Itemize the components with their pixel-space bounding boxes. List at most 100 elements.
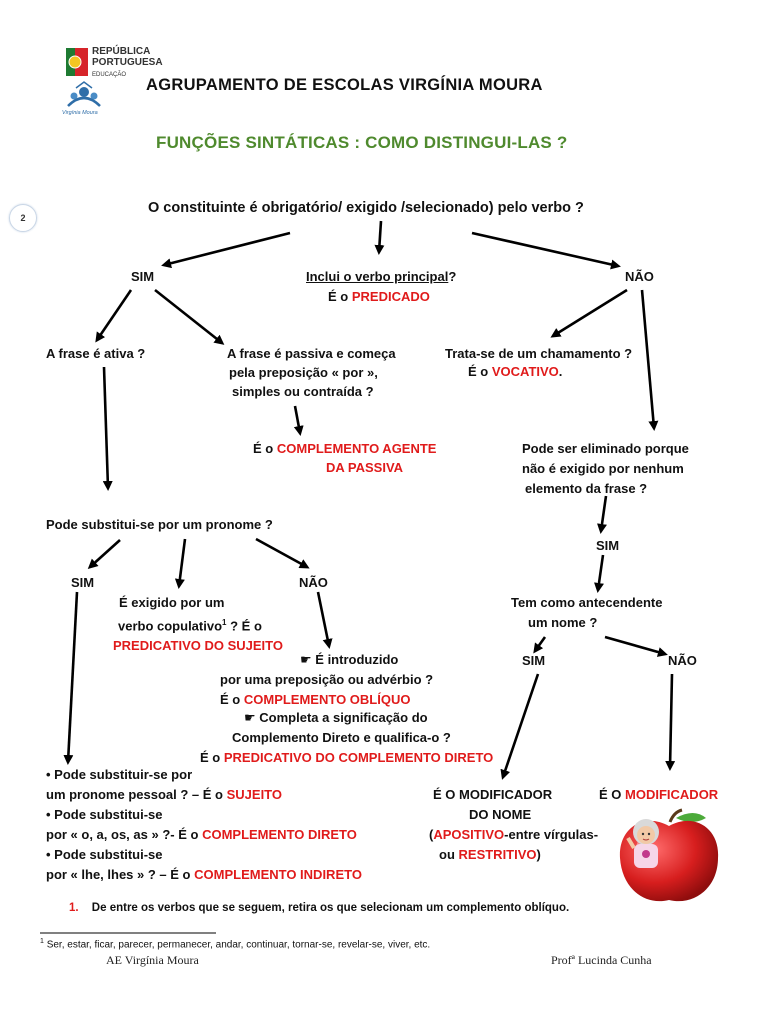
exigido-line2-text: verbo copulativo: [118, 618, 223, 634]
exercise-text: De entre os verbos que se seguem, retira…: [91, 902, 570, 914]
antecedente-nao: NÃO: [668, 653, 697, 668]
agente-prefix: É o: [253, 441, 274, 456]
restritivo-label: RESTRITIVO: [458, 847, 537, 862]
introduzido-line1: É introduzido: [315, 652, 399, 667]
school-emblem-icon: [67, 81, 101, 107]
pronome-nao: NÃO: [299, 575, 328, 590]
footnote-ref: 1: [222, 618, 227, 627]
bullet1-line1: • Pode substituir-se por: [46, 767, 193, 782]
vocativo-answer: É o VOCATIVO.: [468, 363, 562, 380]
paren-close: ): [536, 847, 541, 862]
center-answer: É o PREDICADO: [328, 288, 430, 305]
arrow-to-center: [374, 220, 385, 255]
arrow-to-sim: [161, 231, 291, 269]
main-question: O constituinte é obrigatório/ exigido /s…: [148, 200, 584, 216]
passiva-question: A frase é passiva e começa pela preposiç…: [227, 345, 396, 400]
vocativo-prefix: É o: [468, 364, 489, 379]
arrow-pron-exig: [174, 538, 187, 589]
republica-logo: REPÚBLICA PORTUGUESA EDUCAÇÃO: [66, 44, 166, 84]
logo-line2: PORTUGUESA: [92, 57, 163, 68]
completa-line2: Complemento Direto e qualifica-o ?: [232, 730, 451, 745]
introduzido-line2: por uma preposição ou advérbio ?: [220, 672, 434, 687]
antecedente-sim: SIM: [522, 653, 546, 668]
footnote-marker: 1: [40, 938, 44, 945]
arrow-sim2-modnome: [500, 673, 540, 780]
eliminado-sim: SIM: [596, 538, 620, 553]
arrow-nao-elim: [640, 289, 659, 431]
arrow-sim-passiva: [154, 288, 225, 345]
school-logo-caption: Virgínia Moura: [62, 110, 98, 116]
antecedente-line1: Tem como antecendente: [511, 595, 663, 610]
center-answer-prefix: É o: [328, 289, 349, 304]
predicativo-complemento-direto-label: PREDICATIVO DO COMPLEMENTO DIRETO: [223, 750, 494, 765]
complemento-obliquo-label: COMPLEMENTO OBLÍQUO: [243, 692, 411, 707]
exigido-question: É exigido por um verbo copulativo1 ? É o…: [113, 594, 283, 654]
eliminado-line1: Pode ser eliminado porque: [522, 441, 689, 456]
page-number: 2: [20, 213, 26, 223]
center-question-mark: ?: [448, 269, 457, 284]
bullets-block: • Pode substituir-se por um pronome pess…: [46, 766, 362, 883]
arrow-passiva-agente: [293, 405, 304, 436]
paren-open: (: [429, 827, 434, 842]
arrow-nao2-mod: [665, 673, 676, 771]
ativa-question: A frase é ativa ?: [46, 346, 146, 361]
exigido-line2-end: ? É o: [230, 618, 262, 634]
arrow-elim-sim: [597, 495, 608, 534]
pronome-sim: SIM: [71, 575, 95, 590]
bullet3-line2: por « lhe, lhes » ? – É o: [46, 867, 191, 882]
exigido-line1: É exigido por um: [119, 595, 225, 610]
modificador-answer: É O MODIFICADOR: [599, 786, 718, 803]
complemento-agente-label: COMPLEMENTO AGENTE: [276, 441, 437, 456]
footer-left: AE Virgínia Moura: [106, 953, 199, 967]
completa-block: ☛ Completa a significação do Complemento…: [200, 709, 493, 766]
apositivo-label: APOSITIVO: [433, 827, 505, 842]
center-question-text: Inclui o verbo principal: [306, 269, 449, 284]
arrow-sim-antec: [594, 554, 605, 593]
eliminado-line2: não é exigido por nenhum: [522, 461, 684, 476]
footnote: 1 Ser, estar, ficar, parecer, permanecer…: [40, 938, 430, 950]
arrow-nao-chamamento: [550, 288, 628, 338]
modificador-label: MODIFICADOR: [625, 787, 719, 802]
footnote-text: Ser, estar, ficar, parecer, permanecer, …: [46, 939, 431, 951]
eliminado-line3: elemento da frase ?: [525, 481, 648, 496]
center-question: Inclui o verbo principal?: [306, 268, 456, 285]
sim-label: SIM: [131, 269, 155, 284]
introduzido-block: ☛ É introduzido por uma preposição ou ad…: [220, 651, 433, 708]
arrow-ativa-pronome: [102, 366, 113, 491]
completa-line1: Completa a significação do: [259, 710, 428, 725]
arrow-nao-intro: [316, 591, 333, 649]
arrow-sim-bullets: [63, 591, 79, 765]
modificador-nome-line2: DO NOME: [469, 807, 532, 822]
school-name: AGRUPAMENTO DE ESCOLAS VIRGÍNIA MOURA: [146, 76, 543, 94]
predicado-label: PREDICADO: [351, 289, 430, 304]
bullet1-line2: um pronome pessoal ? – É o: [46, 787, 223, 802]
nao-label: NÃO: [625, 269, 654, 284]
complemento-indireto-label: COMPLEMENTO INDIRETO: [194, 867, 362, 882]
passiva-line3: simples ou contraída ?: [232, 384, 374, 399]
agente-answer: É o COMPLEMENTO AGENTE DA PASSIVA: [253, 440, 436, 476]
chamamento-question: Trata-se de um chamamento ?: [445, 346, 633, 361]
logo-line1: REPÚBLICA: [92, 46, 151, 57]
sujeito-label: SUJEITO: [226, 787, 282, 802]
exercise-line: 1. De entre os verbos que se seguem, ret…: [69, 902, 569, 914]
bullet3-line1: • Pode substitui-se: [46, 847, 163, 862]
arrow-antec-nao2: [604, 635, 668, 657]
exercise-number: 1.: [69, 902, 79, 914]
passiva-line1: A frase é passiva e começa: [227, 346, 396, 361]
passiva-line2: pela preposição « por »,: [229, 365, 378, 380]
modificador-nome-line1: É O MODIFICADOR: [433, 787, 553, 802]
arrow-antec-sim2: [533, 636, 547, 654]
ou-label: ou: [439, 847, 455, 862]
bullet2-line2: por « o, a, os, as » ?- É o: [46, 827, 199, 842]
complemento-direto-label: COMPLEMENTO DIRETO: [202, 827, 357, 842]
footer-right: Profª Lucinda Cunha: [551, 953, 652, 967]
school-logo: Virgínia Moura: [58, 80, 110, 120]
page-number-badge: 2: [9, 204, 37, 232]
logo-line3: EDUCAÇÃO: [92, 72, 127, 78]
flag-emblem-icon: [66, 48, 88, 76]
bullet2-line1: • Pode substitui-se: [46, 807, 163, 822]
arrow-to-nao: [471, 231, 621, 270]
hand-pointer-icon: ☛: [244, 710, 256, 725]
antecedente-line2: um nome ?: [528, 615, 598, 630]
